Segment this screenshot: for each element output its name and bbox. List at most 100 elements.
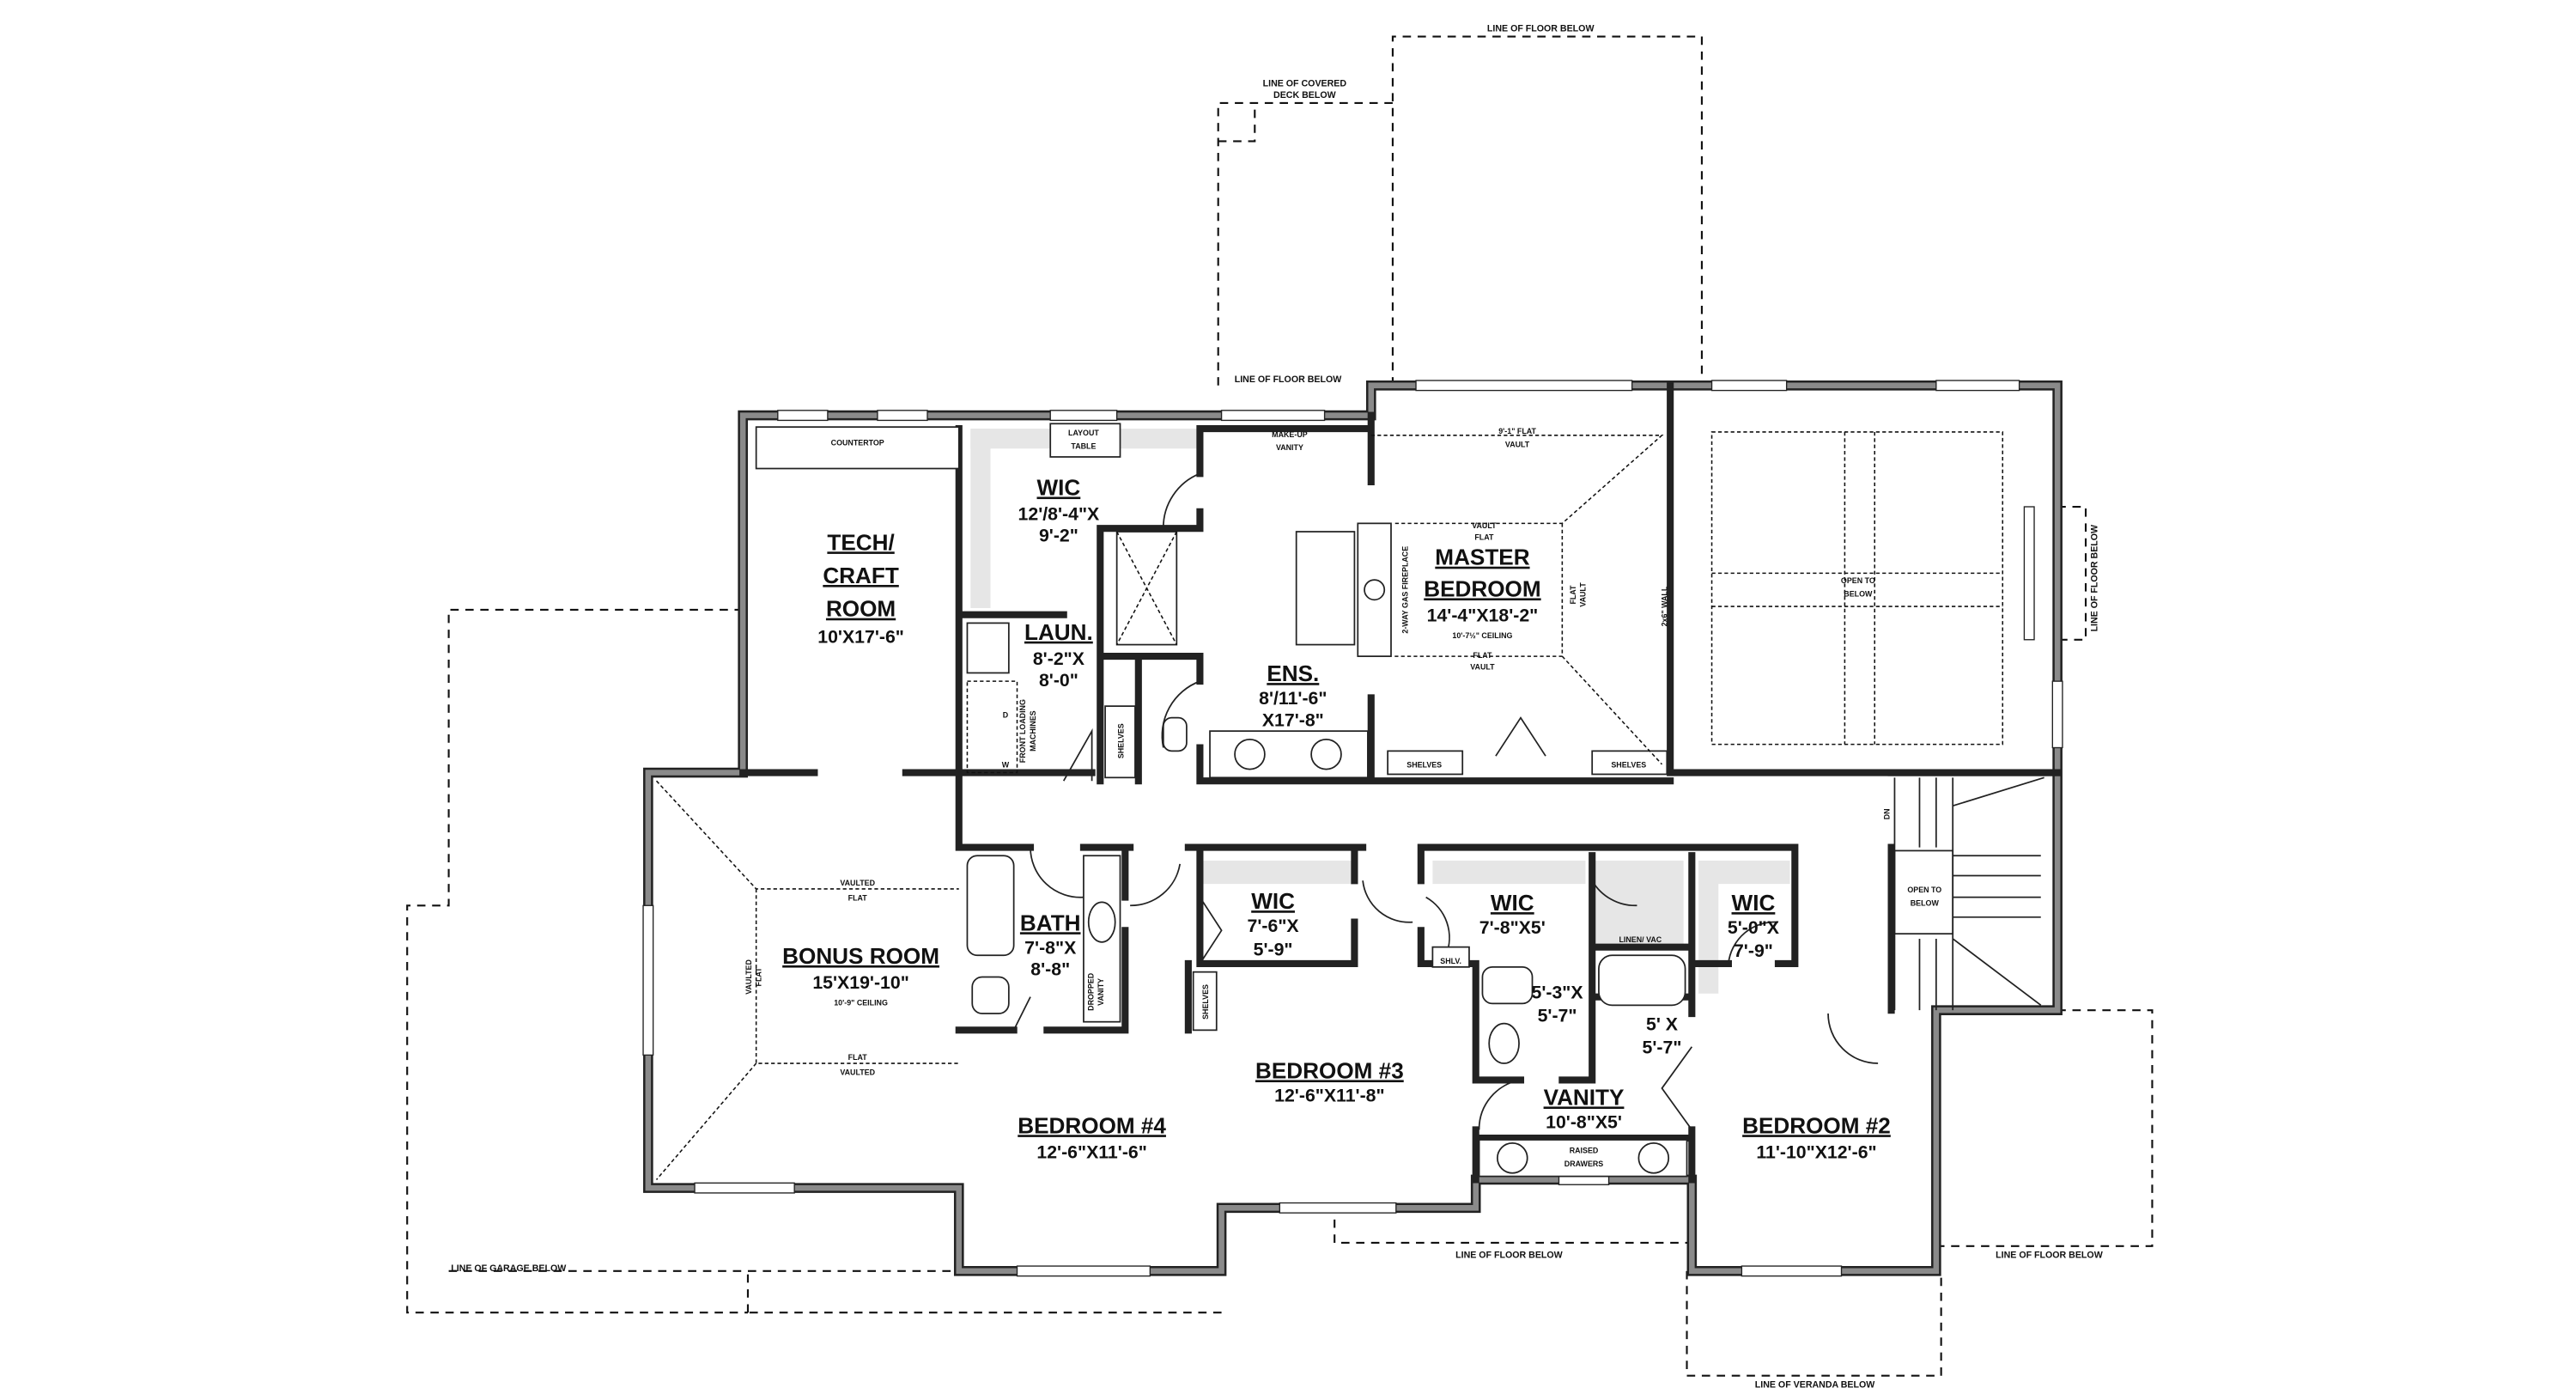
bonus-top-label-2: FLAT <box>848 893 868 902</box>
stair-down-label: DN <box>1883 808 1892 819</box>
fixtures <box>755 423 2044 1178</box>
note-covered-deck-2: DECK BELOW <box>1273 90 1337 100</box>
linen-label: LINEN/ VAC <box>1619 935 1662 944</box>
ensuite-name: ENS. <box>1267 660 1319 686</box>
side-flat-label: FLAT <box>1569 585 1577 605</box>
layout-table-label: LAYOUT <box>1068 429 1099 437</box>
tech-room-name: TECH/ <box>827 529 894 555</box>
master-ceiling-note: 9'-1" FLAT <box>1498 427 1536 435</box>
flat-label: FLAT <box>1474 533 1494 542</box>
ensuite-dim: 8'/11'-6" <box>1259 688 1327 709</box>
makeup-vanity-label: MAKE-UP <box>1272 430 1308 439</box>
dropped-vanity-label-2: VANITY <box>1097 978 1105 1006</box>
hall-tub <box>1598 954 1686 1007</box>
flat-label-2: FLAT <box>1473 651 1492 660</box>
laundry-sink <box>966 622 1010 674</box>
note-floor-below-right: LINE OF FLOOR BELOW <box>2090 524 2100 631</box>
bedroom3-dim: 12'-6"X11'-8" <box>1274 1086 1384 1106</box>
tub-dim: 5' X <box>1646 1014 1678 1034</box>
bonus-top-label: VAULTED <box>840 879 875 887</box>
stair-open-label-2: BELOW <box>1911 898 1940 907</box>
double-vanity <box>1209 730 1369 779</box>
vault-label-2: VAULT <box>1470 663 1495 672</box>
ceiling-lines <box>655 435 1664 1180</box>
note-garage-below: LINE OF GARAGE BELOW <box>451 1263 567 1274</box>
open-below-label-2: BELOW <box>1844 589 1873 598</box>
wic-b2-name: WIC <box>1732 890 1776 916</box>
bonus-dim: 15'X19'-10" <box>812 972 908 993</box>
laundry-name: LAUN. <box>1024 619 1093 645</box>
windows <box>642 380 2063 1277</box>
laundry-dim: 8'-2"X <box>1033 648 1084 669</box>
tech-room-dim: 10'X17'-6" <box>817 627 904 648</box>
toilet <box>1162 716 1188 752</box>
machines-label: FRONT LOADING <box>1018 699 1027 763</box>
master-ceiling: 10'-7½" CEILING <box>1452 631 1512 640</box>
shelves <box>1104 705 1136 779</box>
b3-shelves-label: SHELVES <box>1201 984 1210 1020</box>
note-floor-below-b2: LINE OF FLOOR BELOW <box>1996 1250 2104 1260</box>
shlv <box>1431 946 1470 968</box>
master-ceiling-note-2: VAULT <box>1505 440 1530 448</box>
bonus-side-label: VAULTED <box>744 959 753 995</box>
wic-b3-dim-2: 5'-9" <box>1254 939 1293 959</box>
interior-walls <box>739 381 2062 1184</box>
raised-drawers-label-2: DRAWERS <box>1564 1160 1604 1168</box>
master-dim: 14'-4"X18'-2" <box>1427 605 1539 625</box>
fireplace-label: 2-WAY GAS FIREPLACE <box>1400 546 1409 634</box>
below-lines <box>406 35 2154 1377</box>
tech-room-name-2: CRAFT <box>823 563 899 588</box>
vanity-dim: 10'-8"X5' <box>1546 1111 1622 1132</box>
bonus-name: BONUS ROOM <box>782 943 939 969</box>
wc-toilet <box>1481 965 1534 1005</box>
layout-table-label-2: TABLE <box>1071 441 1096 450</box>
bonus-side-label-2: FLAT <box>754 967 762 987</box>
wic-master-dim: 12'/8'-4"X <box>1018 503 1100 524</box>
bedroom4-name: BEDROOM #4 <box>1018 1112 1166 1138</box>
bedroom4-dim: 12'-6"X11'-6" <box>1036 1141 1146 1162</box>
note-floor-below-mid: LINE OF FLOOR BELOW <box>1235 374 1343 385</box>
wc-dim: 5'-3"X <box>1532 983 1583 1003</box>
bath-toilet <box>971 976 1010 1014</box>
wc-dim-2: 5'-7" <box>1538 1006 1577 1026</box>
wic-master-name: WIC <box>1037 474 1081 500</box>
washer-label: W <box>1002 761 1010 770</box>
room-labels: COUNTERTOP TECH/ CRAFT ROOM 10'X17'-6" L… <box>744 427 1941 1168</box>
note-floor-below-top: LINE OF FLOOR BELOW <box>1487 24 1595 34</box>
machines-label-2: MACHINES <box>1029 710 1037 751</box>
bath-tub <box>966 855 1015 957</box>
below-notes: LINE OF FLOOR BELOW LINE OF COVERED DECK… <box>451 24 2103 1391</box>
ensuite-dim-2: X17'-8" <box>1262 709 1324 730</box>
bedroom2-dim: 11'-10"X12'-6" <box>1756 1141 1876 1162</box>
countertop-label: COUNTERTOP <box>831 438 884 447</box>
note-covered-deck: LINE OF COVERED <box>1263 79 1347 89</box>
closet-shading <box>970 429 1790 994</box>
shlv-label: SHLV. <box>1440 957 1461 965</box>
tub-dim-2: 5'-7" <box>1643 1037 1682 1057</box>
master-name-2: BEDROOM <box>1424 575 1540 601</box>
wic-b3b-name: WIC <box>1491 890 1534 916</box>
bedroom3-shelves <box>1192 971 1218 1032</box>
side-vault-label: VAULT <box>1578 582 1587 607</box>
master-name: MASTER <box>1435 545 1529 570</box>
bath-name: BATH <box>1020 910 1081 935</box>
bath-dim-2: 8'-8" <box>1030 959 1070 980</box>
stair-open-label: OPEN TO <box>1907 886 1941 894</box>
bonus-bottom-label-2: VAULTED <box>840 1068 875 1077</box>
wic-b2-dim: 5'-0"X <box>1728 917 1779 938</box>
note-floor-below-b3: LINE OF FLOOR BELOW <box>1455 1250 1564 1260</box>
bonus-ceiling: 10'-9" CEILING <box>834 998 888 1007</box>
bathtub <box>1295 531 1356 646</box>
makeup-vanity-label-2: VANITY <box>1276 443 1303 452</box>
note-veranda-below: LINE OF VERANDA BELOW <box>1755 1379 1876 1390</box>
wic-b3b-dim: 7'-8"X5' <box>1479 917 1546 938</box>
bedroom2-name: BEDROOM #2 <box>1742 1112 1891 1138</box>
wic-master-dim-2: 9'-2" <box>1039 526 1078 546</box>
layout-table <box>1049 423 1121 458</box>
vault-label: VAULT <box>1472 521 1497 530</box>
laundry-dim-2: 8'-0" <box>1039 670 1078 691</box>
bath-dim: 7'-8"X <box>1024 937 1076 958</box>
shelves-label-b: SHELVES <box>1611 761 1646 770</box>
dropped-vanity-label: DROPPED <box>1087 972 1096 1011</box>
